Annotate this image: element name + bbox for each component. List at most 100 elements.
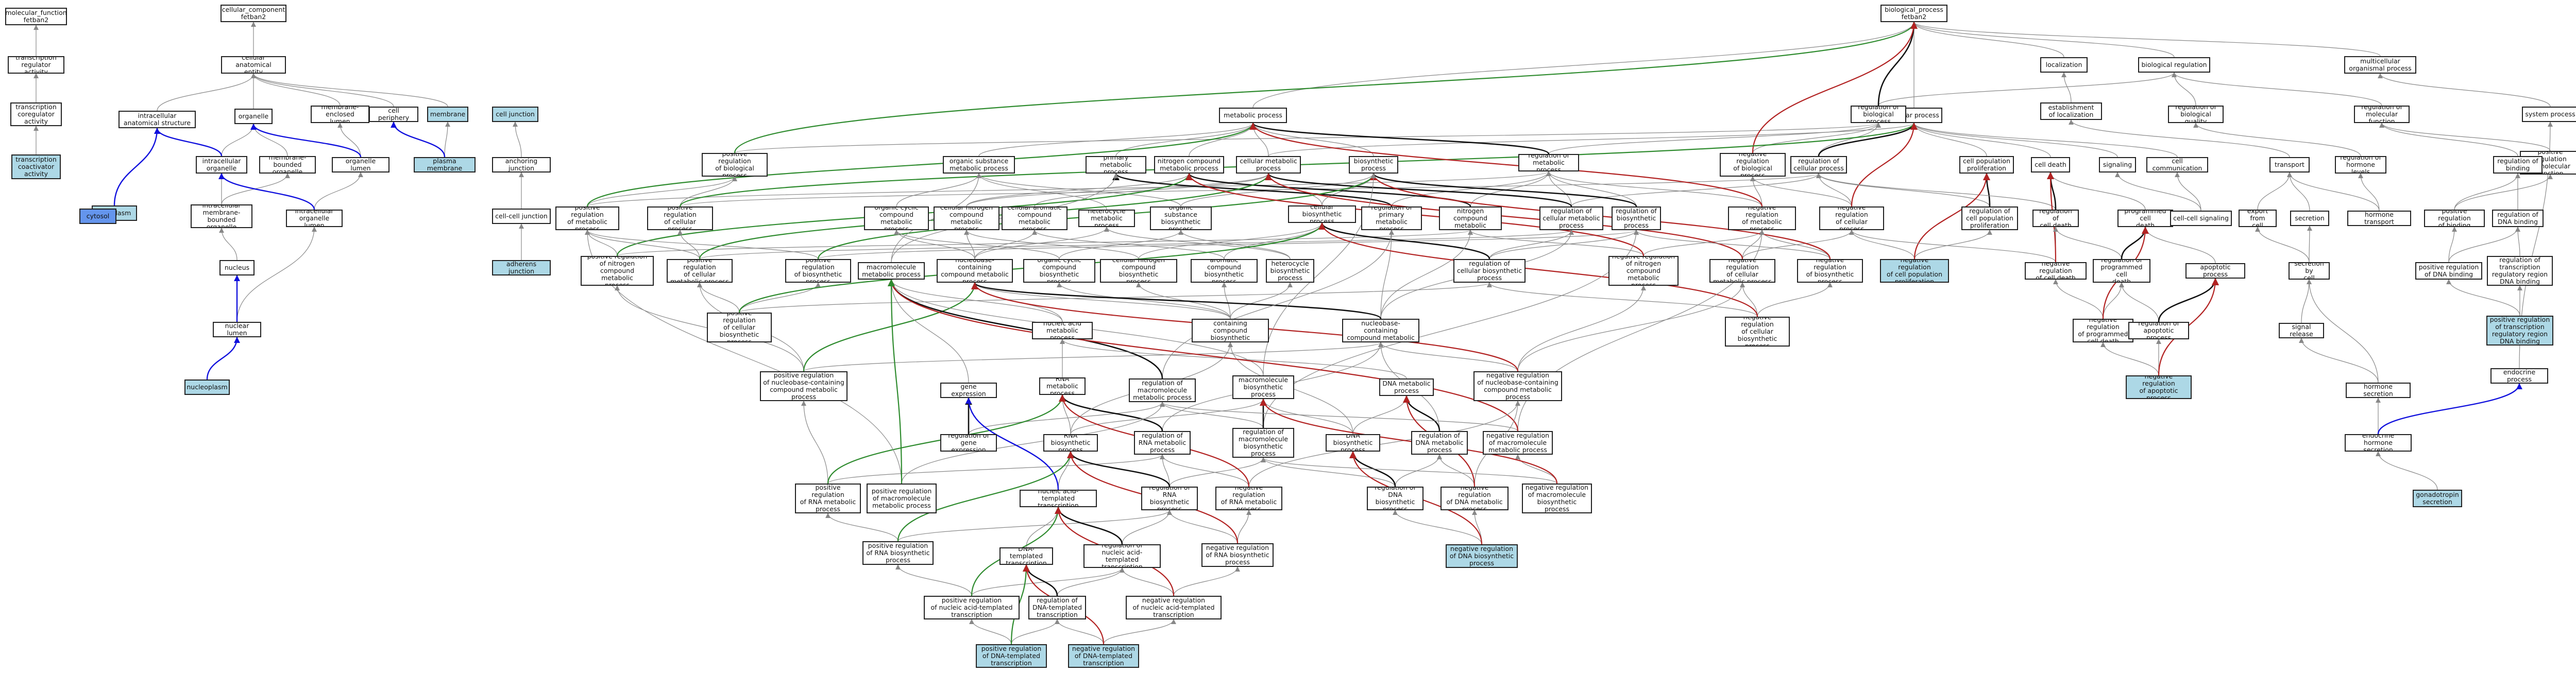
go-term-reggene[interactable]: regulation of gene expression [940,434,997,452]
go-term-imborg[interactable]: intracellular membrane-bounded organelle [191,204,252,228]
go-term-ccomm[interactable]: cell communication [2146,157,2208,172]
go-term-namp[interactable]: nucleic acid metabolic process [1032,322,1093,339]
go-term-estab[interactable]: establishment of localization [2040,102,2102,120]
go-term-regrnabp[interactable]: regulation of RNA biosynthetic process [1141,487,1198,510]
go-term-prbiosyn[interactable]: positive regulation of biosynthetic proc… [785,259,851,283]
go-term-nrdnabp[interactable]: negative regulation of DNA biosynthetic … [1446,544,1518,568]
go-term-ccs[interactable]: cell-cell signaling [2170,211,2232,226]
go-term-cncbp[interactable]: cellular nitrogen compound biosynthetic … [1100,259,1177,283]
go-term-ccjunc[interactable]: cell-cell junction [492,209,551,224]
go-term-nrbp[interactable]: negative regulation of biological proces… [1720,153,1786,177]
go-term-exportcell[interactable]: export from cell [2239,210,2277,227]
go-term-mel[interactable]: membrane-enclosed lumen [311,106,369,123]
go-term-prcmp[interactable]: positive regulation of cellular metaboli… [667,259,733,283]
go-term-regpcd[interactable]: regulation of programmed cell death [2093,259,2150,283]
go-term-nrpcd[interactable]: negative regulation of programmed cell d… [2073,319,2133,342]
go-term-nucleus[interactable]: nucleus [219,260,255,275]
go-term-mmp[interactable]: macromolecule metabolic process [858,262,925,280]
go-term-cc[interactable]: cellular_component fetban2 [221,5,286,22]
go-term-dnabp[interactable]: DNA biosynthetic process [1326,434,1380,452]
go-term-regcpp[interactable]: regulation of cell population proliferat… [1961,206,2018,230]
go-term-transport[interactable]: transport [2269,157,2310,172]
go-term-prbind[interactable]: positive regulation of binding [2424,210,2485,227]
go-term-regpmp[interactable]: regulation of primary metabolic process [1361,206,1422,230]
go-term-mbp[interactable]: macromolecule biosynthetic process [1232,375,1294,399]
go-term-rnabp[interactable]: RNA biosynthetic process [1043,434,1098,452]
go-term-regncmp[interactable]: regulation of nitrogen compound metaboli… [1439,206,1502,230]
go-term-bioreg[interactable]: biological regulation [2138,57,2210,73]
go-term-nbcbp[interactable]: nucleobase-containing compound biosynthe… [1192,319,1269,342]
go-term-apop[interactable]: apoptotic process [2185,263,2245,279]
go-term-regnatt[interactable]: regulation of nucleic acid-templated tra… [1083,544,1161,568]
go-term-nplasm[interactable]: nucleoplasm [184,379,230,395]
go-term-hsec[interactable]: hormone secretion [2346,383,2411,398]
go-term-regapop[interactable]: regulation of apoptotic process [2128,322,2189,339]
go-term-signaling[interactable]: signaling [2099,157,2136,172]
go-term-tra[interactable]: transcription regulator activity [8,56,64,74]
go-term-nrapop[interactable]: negative regulation of apoptotic process [2126,375,2192,399]
go-term-prmp[interactable]: positive regulation of metabolic process [555,206,619,230]
go-term-adjunc[interactable]: adherens junction [492,260,551,275]
go-term-prdnatt[interactable]: positive regulation of DNA-templated tra… [976,644,1047,668]
go-term-sigrel[interactable]: signal release [2279,323,2324,338]
go-term-pmp[interactable]: primary metabolic process [1086,156,1146,174]
go-term-nrcmp[interactable]: negative regulation of cellular metaboli… [1709,259,1775,283]
go-term-prrnabp[interactable]: positive regulation of RNA biosynthetic … [862,541,934,565]
go-term-natt[interactable]: nucleic acid-templated transcription [1020,490,1097,507]
go-term-prtrr[interactable]: positive regulation of transcription reg… [2486,316,2553,346]
go-term-prnbcmp[interactable]: positive regulation of nucleobase-contai… [760,371,848,401]
go-term-rnamp[interactable]: RNA metabolic process [1039,377,1086,395]
go-term-nrcd[interactable]: negative regulation of cell death [2025,262,2087,280]
go-term-celldeath[interactable]: cell death [2031,157,2070,172]
go-term-nrdnatt[interactable]: negative regulation of DNA-templated tra… [1068,644,1139,668]
go-term-regmp[interactable]: regulation of metabolic process [1518,154,1579,171]
go-term-regtrr[interactable]: regulation of transcription regulatory r… [2487,256,2553,286]
go-term-nrcbp[interactable]: negative regulation of cellular biosynth… [1725,317,1790,347]
go-term-olumen[interactable]: organelle lumen [332,157,389,172]
go-term-dnatt[interactable]: DNA-templated transcription [999,547,1053,565]
go-term-membrane[interactable]: membrane [427,107,468,122]
go-term-osm[interactable]: organic substance metabolic process [943,156,1015,174]
go-term-tcoact[interactable]: transcription coactivator activity [11,154,61,179]
go-term-mborg[interactable]: membrane-bounded organelle [259,156,316,174]
go-term-osbp[interactable]: organic substance biosynthetic process [1150,206,1212,230]
go-term-mf[interactable]: molecular_function fetban2 [5,8,67,25]
go-term-pcd[interactable]: programmed cell death [2117,210,2173,227]
go-term-ias[interactable]: intracellular anatomical structure [118,111,196,128]
go-term-prnatt[interactable]: positive regulation of nucleic acid-temp… [924,596,1020,619]
go-term-cpp[interactable]: cell population proliferation [1959,156,2014,174]
go-term-nrbiosyn[interactable]: negative regulation of biosynthetic proc… [1797,259,1863,283]
go-term-regdna[interactable]: regulation of DNA binding [2492,210,2544,227]
go-term-biosyn[interactable]: biosynthetic process [1349,156,1398,174]
go-term-cbp[interactable]: cellular biosynthetic process [1288,205,1356,223]
go-term-nrmp[interactable]: negative regulation of metabolic process [1728,206,1796,230]
go-term-prcp[interactable]: positive regulation of cellular process [647,206,713,230]
go-term-regcmp[interactable]: regulation of cellular metabolic process [1539,206,1603,230]
go-term-regdnamp[interactable]: regulation of DNA metabolic process [1411,431,1468,455]
go-term-nrncmp[interactable]: negative regulation of nitrogen compound… [1608,256,1679,286]
go-term-prncmp[interactable]: positive regulation of nitrogen compound… [581,256,654,286]
go-term-rbp[interactable]: regulation of biological process [1851,106,1906,123]
go-term-regcp[interactable]: regulation of cellular process [1790,156,1847,174]
go-term-prrnamp[interactable]: positive regulation of RNA metabolic pro… [795,484,861,513]
go-term-hbp[interactable]: heterocycle biosynthetic process [1266,259,1314,283]
go-term-regnbcmp[interactable]: regulation of nucleobase-containing comp… [1342,319,1419,342]
go-term-pmem[interactable]: plasma membrane [414,157,476,172]
go-term-prbp[interactable]: positive regulation of biological proces… [702,153,768,177]
go-term-nrrnamp[interactable]: negative regulation of RNA metabolic pro… [1215,487,1282,510]
go-term-nrmmp[interactable]: negative regulation of macromolecule met… [1483,431,1553,455]
go-term-htrans[interactable]: hormone transport [2347,211,2411,226]
go-term-hmp[interactable]: heterocycle metabolic process [1078,210,1135,227]
go-term-regdnatt[interactable]: regulation of DNA-templated transcriptio… [1028,596,1086,619]
go-term-nrrnabp[interactable]: negative regulation of RNA biosynthetic … [1201,543,1274,567]
go-term-iolumen[interactable]: intracellular organelle lumen [286,210,343,227]
go-term-cytosol[interactable]: cytosol [79,209,116,224]
go-term-nrdnamp[interactable]: negative regulation of DNA metabolic pro… [1440,487,1509,510]
go-term-acbp[interactable]: aromatic compound biosynthetic process [1191,259,1258,283]
go-term-cjunc[interactable]: cell junction [492,107,538,122]
go-term-regmmp[interactable]: regulation of macromolecule metabolic pr… [1129,378,1196,402]
go-term-metab[interactable]: metabolic process [1219,108,1287,123]
go-term-tcoreg[interactable]: transcription coregulator activity [10,102,62,126]
go-term-prcbp[interactable]: positive regulation of cellular biosynth… [707,313,772,342]
go-term-cae[interactable]: cellular anatomical entity [221,56,286,74]
